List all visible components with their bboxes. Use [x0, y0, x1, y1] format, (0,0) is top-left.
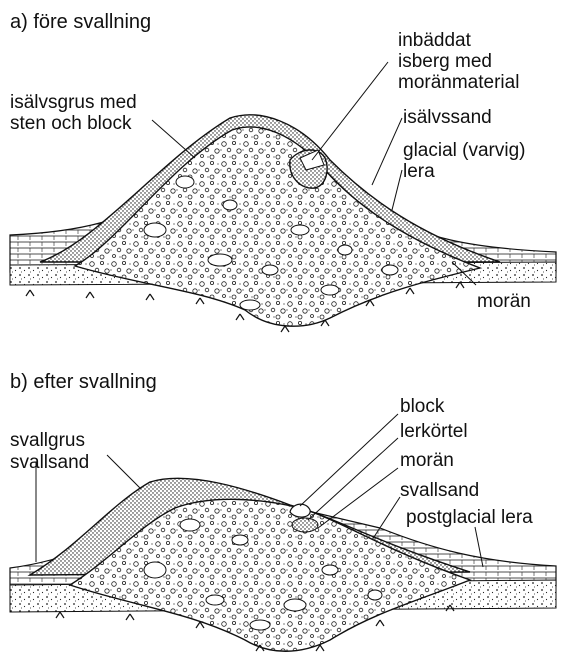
- label-postglacial-clay: postglacial lera: [406, 507, 533, 528]
- panel-b: b) efter svallning: [10, 371, 556, 651]
- label-washed-gravel-line1: svallgrus: [10, 430, 85, 451]
- label-embedded-line2: isberg med: [398, 51, 492, 72]
- panel-a: a) före svallning: [10, 11, 556, 332]
- boulder-block: [290, 504, 310, 517]
- label-till-a: morän: [477, 291, 531, 312]
- label-embedded-line1: inbäddat: [398, 30, 472, 51]
- panel-b-title: b) efter svallning: [10, 371, 157, 393]
- label-clay-line1: glacial (varvig): [403, 140, 525, 161]
- clay-lump: [292, 518, 318, 532]
- panel-a-title: a) före svallning: [10, 11, 151, 33]
- label-block: block: [400, 396, 445, 417]
- label-gravel-line2: sten och block: [10, 113, 132, 134]
- label-clay-lump: lerkörtel: [400, 421, 468, 442]
- label-gravel-line1: isälvsgrus med: [10, 92, 137, 113]
- label-washed-gravel-line2: svallsand: [10, 452, 89, 473]
- label-clay-line2: lera: [403, 161, 435, 182]
- label-sand-b: svallsand: [400, 480, 479, 501]
- label-sand-a: isälvssand: [403, 107, 492, 128]
- label-embedded-line3: moränmaterial: [398, 72, 519, 93]
- label-till-b: morän: [400, 450, 454, 471]
